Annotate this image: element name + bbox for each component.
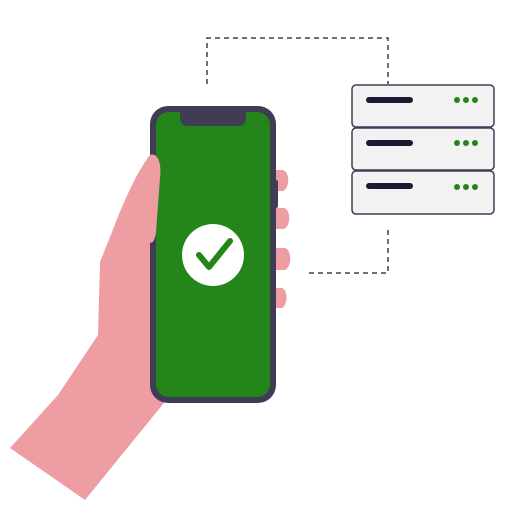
server-led (463, 184, 469, 190)
phone-side-button (274, 180, 278, 208)
dashed-connector (206, 37, 389, 274)
server-led (472, 97, 478, 103)
server-led (472, 184, 478, 190)
server-led (463, 97, 469, 103)
hand-palm (10, 155, 175, 500)
server-unit (351, 127, 495, 171)
server-rack-icon (351, 84, 495, 215)
checkmark-icon (182, 224, 244, 286)
check-mark (196, 238, 233, 270)
hand-thumb (141, 154, 161, 243)
connector-top (206, 37, 389, 84)
server-led (454, 184, 460, 190)
server-unit (351, 170, 495, 215)
server-led (472, 140, 478, 146)
server-bar (366, 183, 413, 189)
server-led (454, 140, 460, 146)
connector-bottom (306, 230, 389, 274)
server-unit (351, 84, 495, 128)
phone-notch (180, 112, 246, 126)
server-bar (366, 97, 413, 103)
server-bar (366, 140, 413, 146)
server-led (463, 140, 469, 146)
server-led (454, 97, 460, 103)
check-circle (182, 224, 244, 286)
